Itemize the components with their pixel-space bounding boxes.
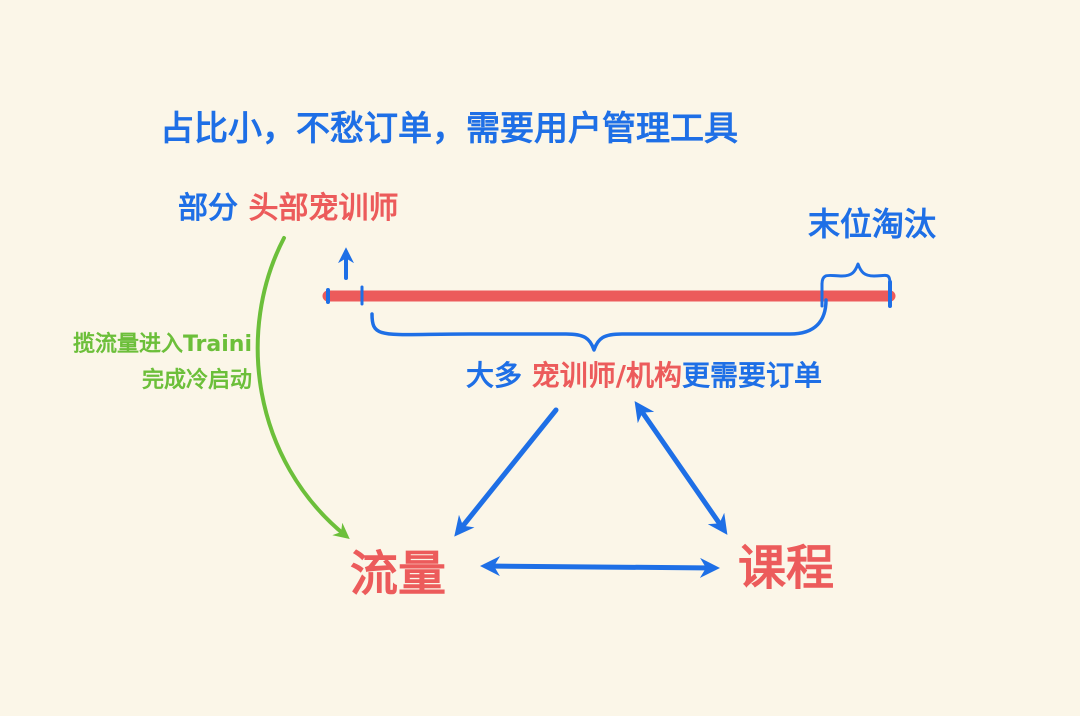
most-trainer-label: 宠训师/机构 xyxy=(531,359,682,392)
green-note-line1: 揽流量进入Traini xyxy=(72,332,252,357)
green-note-line2: 完成冷启动 xyxy=(141,368,252,393)
traffic-course-arrow xyxy=(480,556,720,578)
traffic-node-label: 流量 xyxy=(350,546,447,602)
coldstart-arrow xyxy=(255,236,350,540)
majority-brace xyxy=(370,298,828,352)
head-trainer-line: 部分 头部宠训师 xyxy=(178,194,398,224)
tail-brace xyxy=(820,262,892,286)
course-node-label: 课程 xyxy=(738,540,835,596)
majority-line: 大多 宠训师/机构更需要订单 xyxy=(466,362,822,390)
tail-elimination-label: 末位淘汰 xyxy=(808,205,937,243)
head-trainer-label: 头部宠训师 xyxy=(248,191,399,226)
most-suffix-label: 更需要订单 xyxy=(682,359,823,392)
trainers-course-arrow xyxy=(634,401,728,535)
trainers-to-traffic-arrow xyxy=(454,407,559,537)
head-prefix-label: 部分 xyxy=(178,191,238,226)
top-note-label: 占比小，不愁订单，需要用户管理工具 xyxy=(160,109,738,149)
coldstart-note: 揽流量进入Traini 完成冷启动 xyxy=(30,334,252,406)
most-prefix-label: 大多 xyxy=(466,359,523,392)
